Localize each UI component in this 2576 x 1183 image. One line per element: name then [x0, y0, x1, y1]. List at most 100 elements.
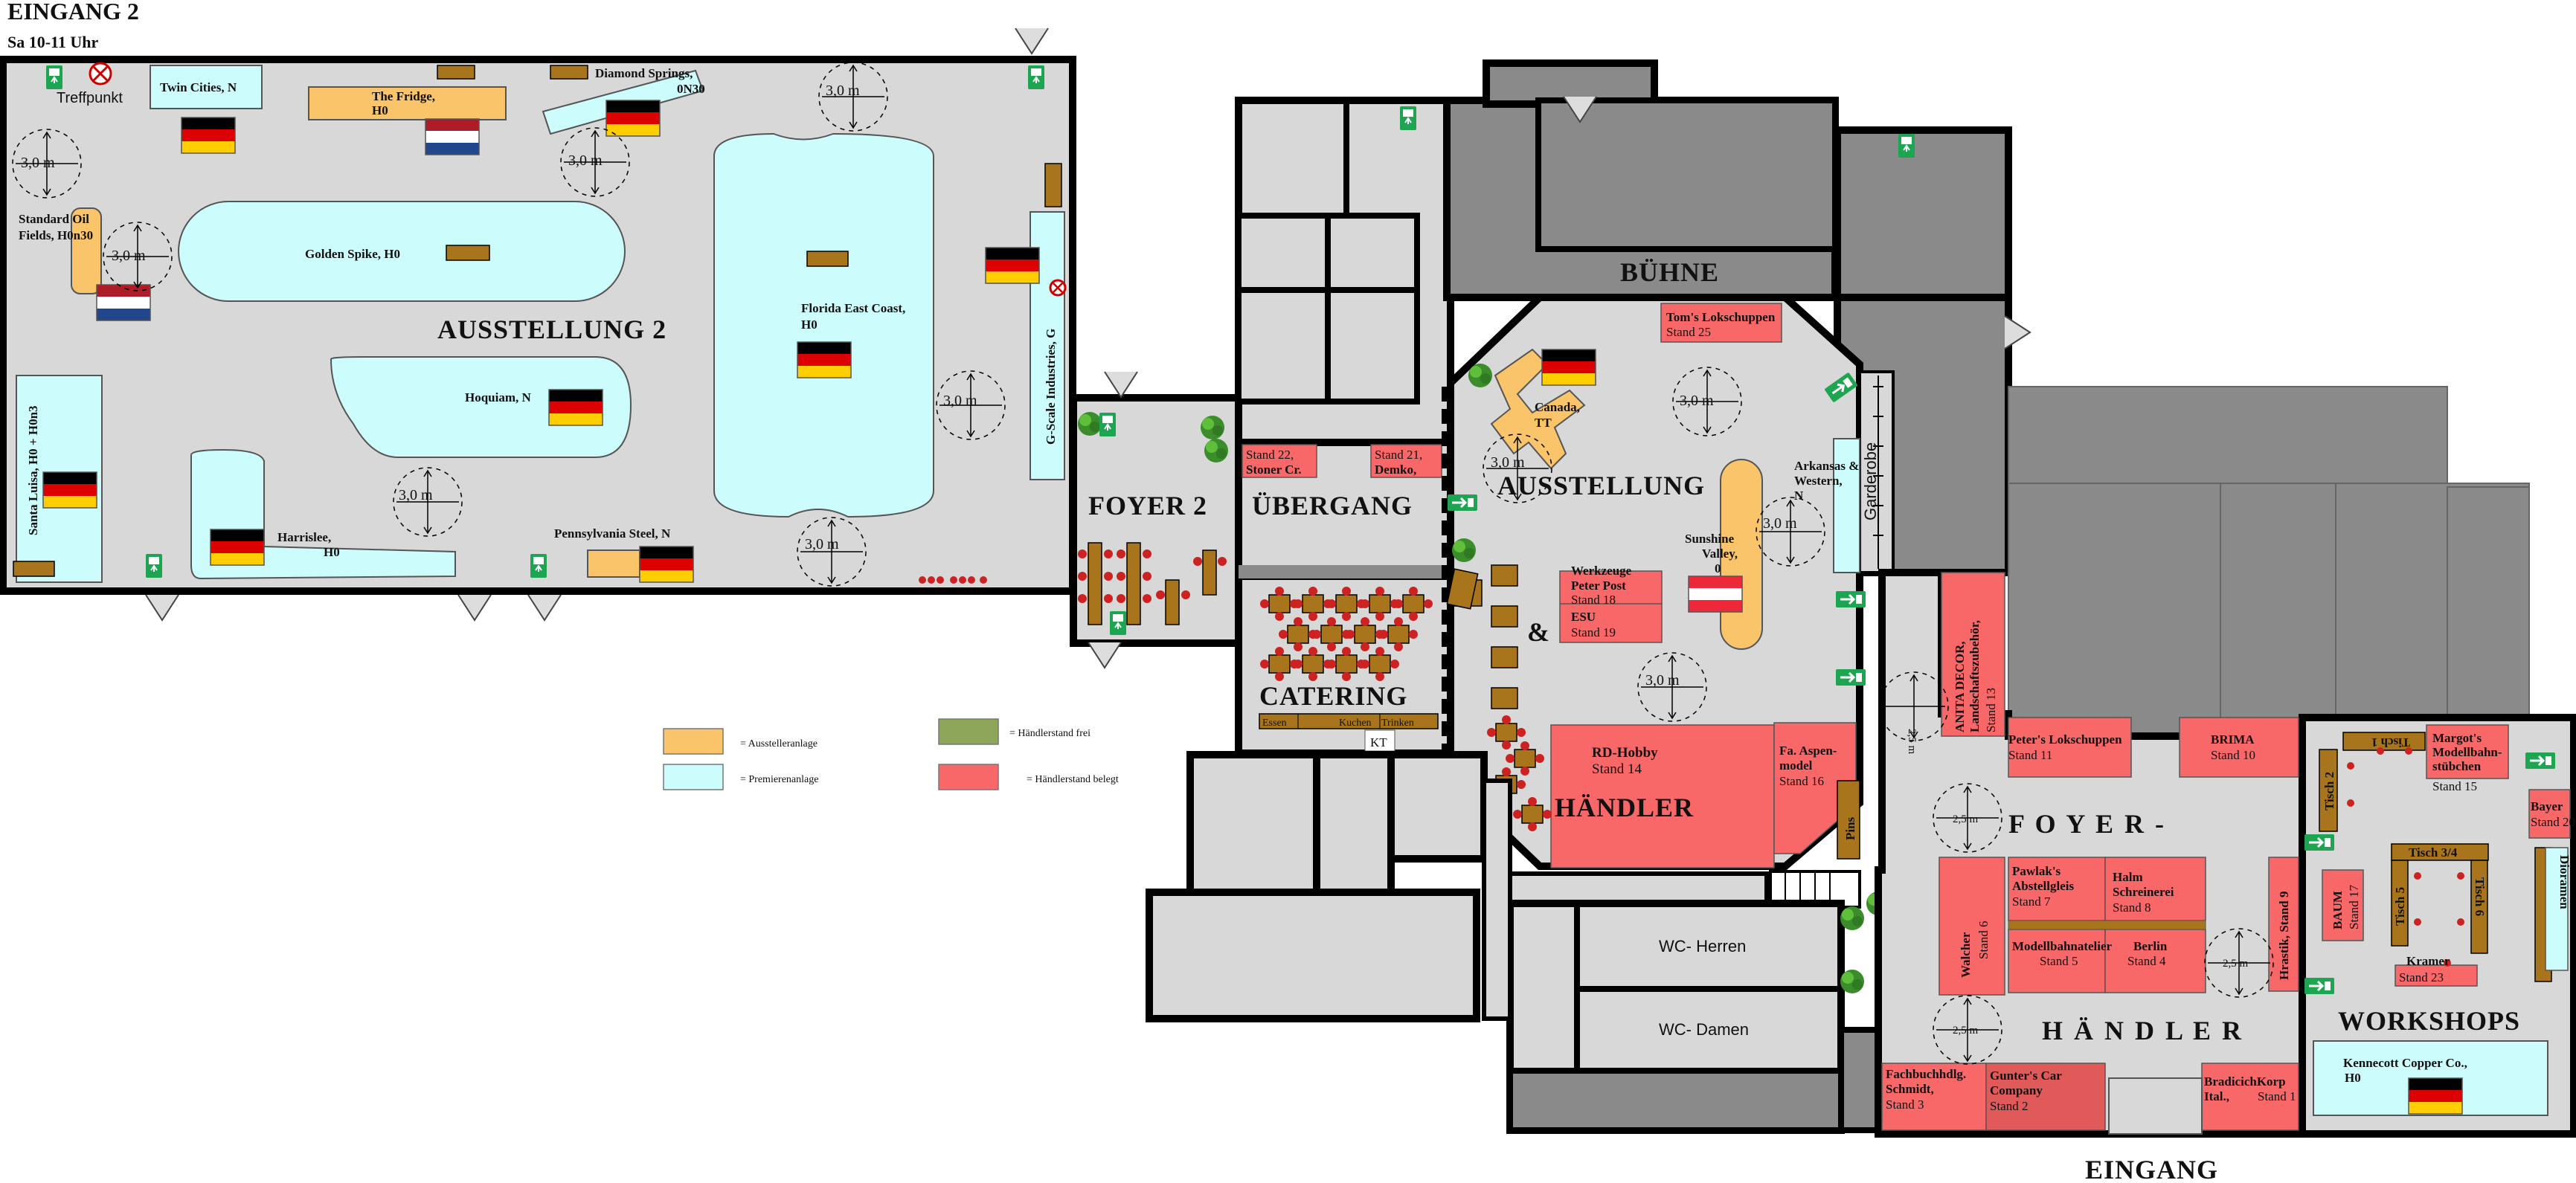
door-icon	[145, 594, 179, 621]
layout-pennsylvania: Pennsylvania Steel, N	[554, 526, 671, 541]
distance-label: 3,0 m	[21, 155, 55, 171]
stand-8-name: Halm	[2113, 870, 2143, 884]
distance-label: 2,5 m	[1953, 1025, 1979, 1037]
distance-label: 3,0 m	[805, 536, 839, 552]
layout-kennecott-scale: H0	[2345, 1071, 2361, 1085]
exit-sign-icon	[1834, 590, 1867, 609]
plant-icon	[1204, 439, 1228, 462]
area-foyer: F O Y E R -	[2008, 809, 2166, 839]
stand-1-name2: Ital.,	[2204, 1089, 2229, 1103]
hall-central	[1146, 59, 2031, 1134]
stand-22-name: Stand 22,	[1246, 448, 1294, 462]
the-fridge-layout	[308, 86, 507, 120]
exit-sign-icon	[45, 65, 63, 90]
area-eingang: EINGANG	[2085, 1155, 2218, 1183]
stand-14-name: RD-Hobby	[1592, 745, 1658, 761]
layout-canada: Canada,	[1535, 400, 1580, 414]
door-icon	[1104, 371, 1138, 398]
plant-icon	[1452, 538, 1476, 562]
layout-standard-oil: Standard Oil	[19, 212, 89, 226]
exit-sign-icon	[1834, 668, 1867, 687]
layout-golden-spike: Golden Spike, H0	[305, 247, 400, 261]
page-title: EINGANG 2	[7, 0, 139, 25]
kt-label: KT	[1370, 735, 1387, 750]
exit-sign-icon	[1898, 133, 1915, 158]
stand-10-name: BRIMA	[2211, 732, 2255, 747]
stand-3-name: Fachbuchhdlg.	[1886, 1067, 1966, 1081]
exit-sign-icon	[1446, 493, 1479, 512]
distance-label: 3,0 m	[399, 487, 433, 503]
stand-18-name: Werkzeuge	[1571, 564, 1632, 578]
garderobe-label: Garderobe	[1861, 442, 1880, 520]
distance-label: 3,0 m	[112, 248, 146, 264]
layout-g-scale: G-Scale Industries, G	[1044, 329, 1058, 445]
exit-sign-icon	[1399, 106, 1417, 131]
stand-3-name2: Schmidt,	[1886, 1082, 1934, 1096]
stand-8-name2: Schreinerei	[2113, 885, 2174, 899]
stand-20-name: Bayer	[2531, 799, 2563, 813]
germany-flag-icon	[2408, 1077, 2463, 1115]
standard-oil-layout	[71, 207, 102, 294]
distance-label: 2,5 m	[2223, 958, 2249, 970]
catering-trinken-label: Trinken	[1381, 718, 1414, 729]
stand-16-num: Stand 16	[1779, 774, 1824, 788]
door-icon	[1015, 28, 1049, 54]
stand-16-name2: model	[1779, 758, 1813, 773]
stand-2-num: Stand 2	[1990, 1099, 2028, 1113]
legend-belegt: = Händlerstand belegt	[1027, 774, 1119, 785]
stand-15-num: Stand 15	[2432, 779, 2477, 793]
stand-17-name: BAUM	[2331, 891, 2345, 929]
stand-11-num: Stand 11	[2008, 748, 2052, 762]
stand-25-num: Stand 25	[1666, 325, 1711, 339]
layout-arkansas-2: Western,	[1794, 474, 1843, 488]
area-buehne: BÜHNE	[1620, 257, 1719, 287]
legend-aussteller: = Ausstelleranlage	[740, 738, 818, 750]
layout-the-fridge-scale: H0	[372, 103, 388, 117]
plant-icon	[1201, 416, 1224, 439]
germany-flag-icon	[985, 247, 1040, 284]
pins-label: Pins	[1843, 816, 1857, 840]
catering-kuchen-label: Kuchen	[1339, 718, 1372, 729]
stand-15-name2: Modellbahn-	[2432, 745, 2502, 759]
exit-sign-icon	[2524, 751, 2557, 770]
plant-icon	[1840, 906, 1864, 930]
layout-sunshine-3: 0	[1715, 561, 1721, 576]
area-catering: CATERING	[1259, 681, 1407, 711]
distance-label: 3,0 m	[1491, 454, 1525, 471]
layout-standard-oil-2: Fields, H0n30	[19, 228, 93, 242]
stand-17-num: Stand 17	[2347, 885, 2361, 929]
stand-9-name: Hrastik, Stand 9	[2277, 892, 2291, 981]
area-ausstellung: AUSSTELLUNG	[1497, 471, 1705, 500]
hall-ausstellung-2	[0, 28, 1076, 621]
area-haendler-right: H Ä N D L E R	[2042, 1016, 2243, 1045]
stand-6-name: Walcher	[1959, 932, 1973, 978]
layout-diamond-springs: Diamond Springs,	[595, 66, 693, 80]
hoquiam-layout	[330, 356, 632, 458]
area-uebergang: ÜBERGANG	[1252, 491, 1413, 520]
distance-label: 3,0 m	[826, 83, 860, 99]
stand-25-name: Tom's Lokschuppen	[1666, 310, 1776, 324]
foyer-block	[1070, 97, 1487, 757]
austria-flag-icon	[1688, 576, 1743, 613]
distance-label: 3,0 m	[1645, 672, 1680, 689]
stand-4-num: Stand 4	[2127, 954, 2166, 968]
distance-marker	[1756, 497, 1825, 567]
stand-16-name: Fa. Aspen-	[1779, 744, 1837, 758]
table-34-label: Tisch 3/4	[2409, 845, 2458, 860]
hall-right	[1875, 386, 2576, 1138]
catering-essen-label: Essen	[1262, 718, 1287, 729]
stand-23-name: Kramer	[2406, 954, 2450, 968]
stand-14-num: Stand 14	[1592, 761, 1642, 777]
page-subtitle: Sa 10-11 Uhr	[7, 33, 98, 51]
stand-4-name: Berlin	[2133, 939, 2168, 953]
germany-flag-icon	[1541, 349, 1596, 386]
exit-sign-icon	[2303, 976, 2336, 996]
stand-18-num: Stand 18	[1571, 593, 1616, 607]
legend-premiere: = Premierenanlage	[740, 774, 818, 785]
distance-label: 2,5 m	[1906, 729, 1918, 755]
stand-5-num: Stand 5	[2040, 954, 2078, 968]
stand-5-name: Modellbahnatelier	[2012, 939, 2113, 953]
distance-label: 3,0 m	[1763, 515, 1797, 532]
plant-icon	[1078, 412, 1102, 436]
